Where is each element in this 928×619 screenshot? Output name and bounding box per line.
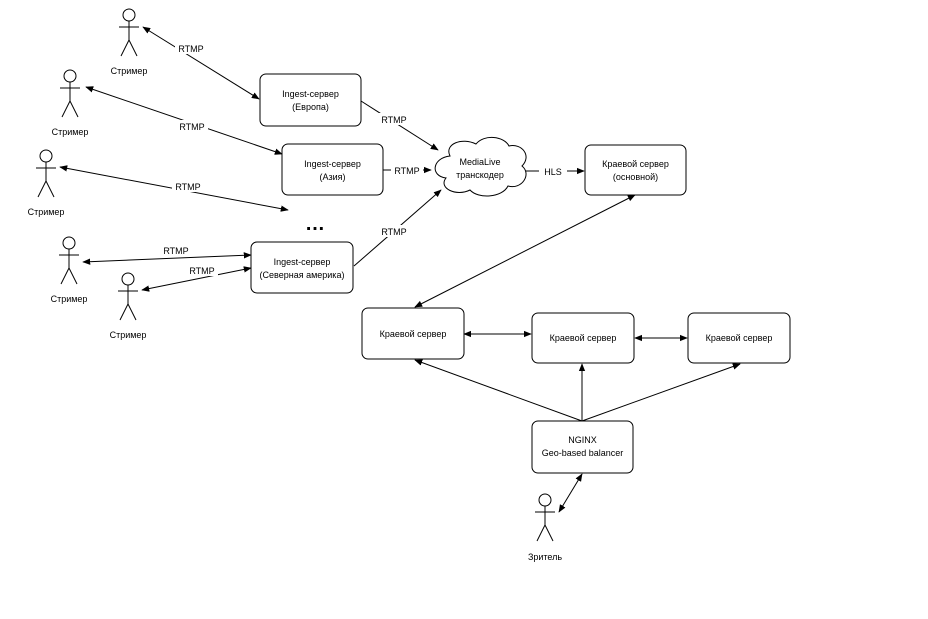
edge-streamer1-europe [142,26,260,100]
node-ingest-europe: Ingest-сервер (Европа) [259,73,362,127]
edge-nginx-edgeleft [414,359,583,422]
node-ingest-na-line1: Ingest-сервер [274,257,331,267]
person-icon [535,493,555,542]
node-edge-mid-line1: Краевой сервер [550,333,617,343]
edge-nginx-edgeright [581,363,741,422]
actor-streamer-1-label: Стример [111,66,148,76]
edge-streamer4-na [82,252,252,265]
label-s4-na-text: RTMP [163,246,188,256]
node-edge-left-line1: Краевой сервер [380,329,447,339]
node-edge-right: Краевой сервер [687,312,791,364]
label-europe-ml-text: RTMP [381,115,406,125]
label-s2-asia-text: RTMP [179,122,204,132]
node-ingest-asia-line2: (Азия) [319,172,345,182]
label-s5-na: RTMP [186,264,218,276]
actor-streamer-4: Стример [51,236,88,304]
actor-viewer-label: Зритель [528,552,562,562]
node-edge-mid: Краевой сервер [531,312,635,364]
node-medialive-cloud: MediaLive транскодер [434,137,527,197]
label-s5-na-text: RTMP [189,266,214,276]
label-s4-na: RTMP [160,244,192,256]
actor-streamer-5: Стример [110,272,147,340]
person-icon [59,236,79,285]
label-s1-europe: RTMP [175,42,207,54]
node-nginx: NGINX Geo-based balancer [531,420,634,474]
node-medialive-line2: транскодер [456,170,504,180]
node-ingest-asia: Ingest-сервер (Азия) [281,143,384,196]
edge-edgemain-edgeleft [414,194,636,308]
actor-streamer-2-label: Стример [52,127,89,137]
node-medialive-line1: MediaLive [459,157,500,167]
label-s3-more-text: RTMP [175,182,200,192]
label-s3-more: RTMP [172,180,204,192]
node-ingest-europe-line1: Ingest-сервер [282,89,339,99]
edge-viewer-nginx [558,473,583,513]
edge-labels: RTMP RTMP RTMP RTMP RTMP RTMP RTMP RTMP [160,42,567,276]
label-na-ml-text: RTMP [381,227,406,237]
node-nginx-line2: Geo-based balancer [542,448,624,458]
edge-europe-medialive [360,100,439,151]
actor-streamer-1: Стример [111,8,148,76]
node-edge-right-line1: Краевой сервер [706,333,773,343]
actor-streamer-5-label: Стример [110,330,147,340]
node-ingest-na-line2: (Северная америка) [260,270,345,280]
person-icon [118,272,138,321]
more-servers-ellipsis: … [305,213,325,235]
label-europe-ml: RTMP [378,113,410,125]
label-s1-europe-text: RTMP [178,44,203,54]
actor-streamer-2: Стример [52,69,89,137]
node-edge-main-line2: (основной) [613,172,658,182]
actor-viewer: Зритель [528,493,562,562]
label-asia-ml: RTMP [391,164,423,176]
person-icon [60,69,80,118]
node-ingest-europe-line2: (Европа) [292,102,329,112]
node-edge-main-line1: Краевой сервер [602,159,669,169]
label-s2-asia: RTMP [176,120,208,132]
label-ml-edge-text: HLS [544,167,562,177]
label-asia-ml-text: RTMP [394,166,419,176]
node-nginx-line1: NGINX [568,435,597,445]
label-ml-edge: HLS [539,165,567,177]
label-na-ml: RTMP [378,225,410,237]
actor-streamer-3-label: Стример [28,207,65,217]
person-icon [36,149,56,198]
actor-streamer-4-label: Стример [51,294,88,304]
edge-streamer5-na [141,266,252,292]
edges [59,26,741,513]
actor-streamer-3: Стример [28,149,65,217]
node-ingest-asia-line1: Ingest-сервер [304,159,361,169]
node-edge-main: Краевой сервер (основной) [584,144,687,196]
node-ingest-north-america: Ingest-сервер (Северная америка) [250,241,354,294]
person-icon [119,8,139,57]
node-edge-left: Краевой сервер [361,307,465,360]
